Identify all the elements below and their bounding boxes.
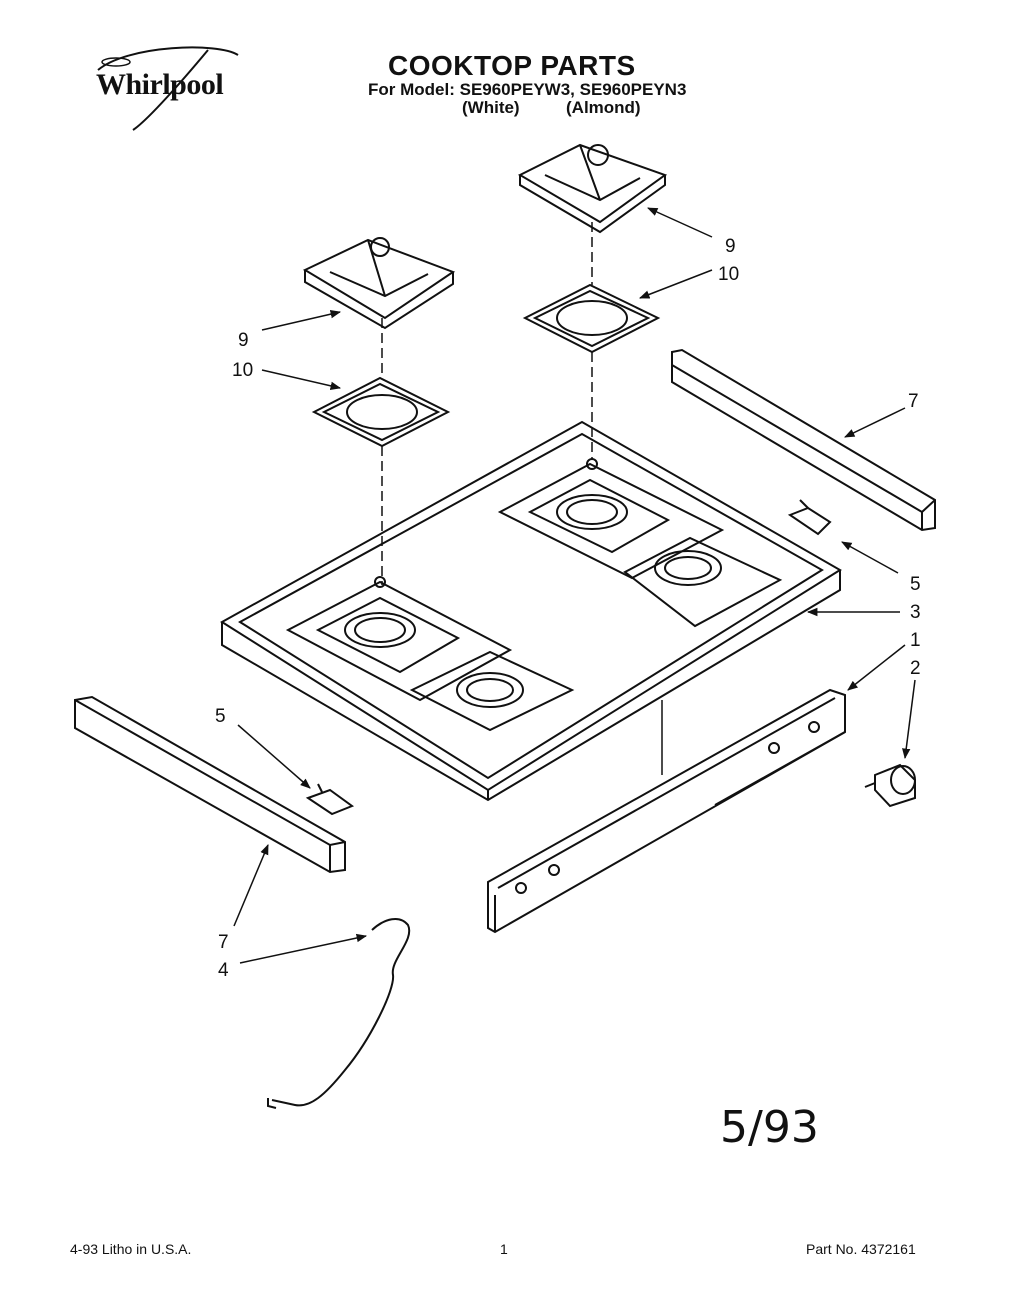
leader-arrows: [233, 207, 916, 964]
page-title: COOKTOP PARTS: [388, 50, 636, 81]
clip-left: [305, 783, 355, 816]
callout-tube: 4: [218, 960, 229, 981]
callout-trim-left: 7: [218, 932, 229, 953]
cooktop-main-top: [220, 420, 842, 802]
callout-grate-left: 9: [238, 330, 249, 351]
variant-white: (White): [462, 98, 520, 117]
brand-name: Whirlpool: [96, 68, 224, 101]
callout-knob: 2: [910, 658, 921, 679]
callout-panel: 1: [910, 630, 921, 651]
control-knob: [864, 763, 916, 808]
callout-ring-right: 10: [718, 264, 739, 285]
footer-page-number: 1: [500, 1241, 508, 1257]
burner-tube: [267, 918, 411, 1109]
callout-ring-left: 10: [232, 360, 253, 381]
callout-clip-left: 5: [215, 706, 226, 727]
logo-swoosh-icon: [97, 46, 239, 131]
footer-part-number: Part No. 4372161: [806, 1241, 916, 1257]
burner-grate-left: [302, 237, 456, 330]
whirlpool-logo: Whirlpool: [88, 40, 258, 135]
control-panel: [487, 688, 846, 934]
callout-clip-right: 5: [910, 574, 921, 595]
trim-strip-right: [671, 348, 936, 532]
handwritten-date: 5/93: [720, 1102, 819, 1153]
variant-almond: (Almond): [566, 98, 641, 117]
model-line: For Model: SE960PEYW3, SE960PEYN3: [368, 80, 687, 99]
callout-cooktop: 3: [910, 602, 921, 623]
trim-strip-left: [74, 695, 346, 874]
footer-litho: 4-93 Litho in U.S.A.: [70, 1241, 192, 1257]
clip-right: [787, 499, 832, 536]
callout-trim-right: 7: [908, 391, 919, 412]
burner-grate-right: [517, 143, 668, 234]
callout-grate-right: 9: [725, 236, 736, 257]
burner-ring-left: [311, 376, 451, 448]
alignment-lines: [381, 222, 593, 585]
burner-ring-right: [522, 283, 661, 354]
